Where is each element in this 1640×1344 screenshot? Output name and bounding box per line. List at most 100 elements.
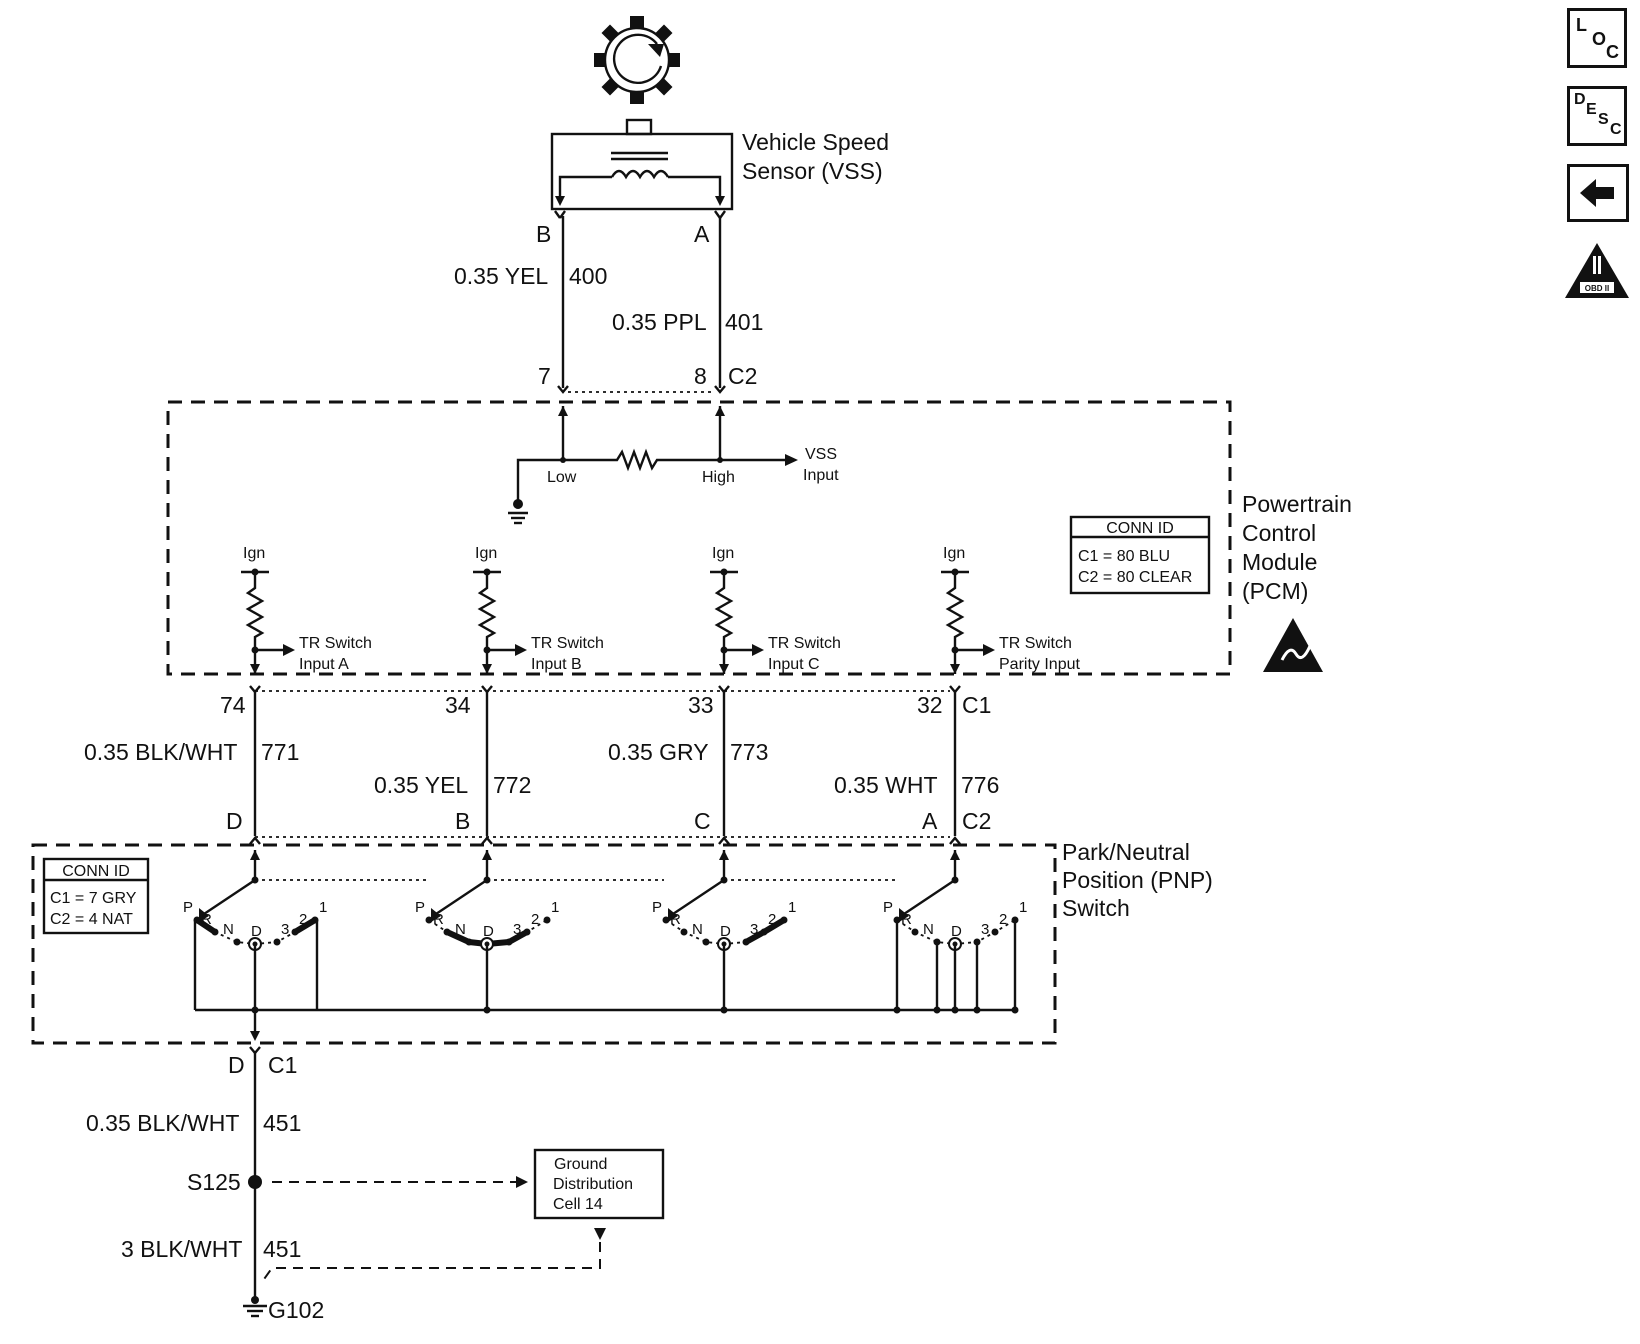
pnp-position-label: P — [415, 899, 425, 916]
pnp-conn-id-line: C2 = 4 NAT — [50, 911, 133, 928]
tr-switch-input-circuit — [473, 568, 527, 674]
pcm-pin: 34 — [445, 692, 471, 718]
vss-input-label: VSS — [805, 446, 837, 463]
tr-switch-label: Input A — [299, 656, 349, 673]
pcm-name: Control — [1242, 520, 1316, 546]
tr-switch-label: Parity Input — [999, 656, 1080, 673]
pcm-conn-id-line: C1 = 80 BLU — [1078, 548, 1170, 565]
pnp-position-label: N — [223, 921, 234, 938]
wire-gauge: 0.35 BLK/WHT — [84, 739, 237, 765]
vss-sensor-body — [550, 118, 734, 211]
pnp-position-label: R — [201, 911, 212, 928]
pnp-boundary — [31, 843, 1057, 1045]
vss-low-label: Low — [547, 469, 577, 486]
ground-distribution-box — [533, 1148, 665, 1220]
wire-451-circuit: 451 — [263, 1110, 301, 1136]
description-letter-s: S — [1598, 111, 1609, 128]
pnp-name: Switch — [1062, 895, 1130, 921]
tr-switch-input-circuit — [710, 568, 764, 674]
description-button[interactable]: D E S C — [1567, 86, 1627, 146]
pnp-position-label: 2 — [768, 911, 776, 928]
pcm-conn-id-line: C2 = 80 CLEAR — [1078, 569, 1192, 586]
wire-gauge: 0.35 GRY — [608, 739, 709, 765]
description-letter-e: E — [1586, 101, 1597, 118]
description-letter-c: C — [1610, 121, 1622, 138]
back-arrow-icon — [1580, 179, 1614, 207]
pnp-position-label: 1 — [1019, 899, 1027, 916]
pnp-position-label: P — [652, 899, 662, 916]
obd-ii-icon[interactable]: OBD II — [1562, 240, 1632, 302]
ign-label: Ign — [712, 545, 734, 562]
pnp-position-label: 1 — [319, 899, 327, 916]
tr-switch-label: TR Switch — [531, 635, 604, 652]
ign-label: Ign — [943, 545, 965, 562]
pnp-position-label: 1 — [788, 899, 796, 916]
pcm-pin: 32 — [917, 692, 943, 718]
back-button[interactable] — [1567, 164, 1629, 222]
pnp-position-label: D — [251, 923, 262, 940]
vss-high-label: High — [702, 469, 735, 486]
pnp-position-label: R — [433, 911, 444, 928]
pnp-connector-c2: C2 — [962, 808, 991, 834]
tr-switch-input-circuit — [241, 568, 295, 674]
ground-point-label: G102 — [268, 1297, 324, 1323]
location-button[interactable]: L O C — [1567, 8, 1627, 68]
tr-switch-label: TR Switch — [299, 635, 372, 652]
pnp-name: Park/Neutral — [1062, 839, 1190, 865]
ground-distribution-label: Ground — [554, 1156, 607, 1173]
pnp-position-label: 2 — [531, 911, 539, 928]
pnp-position-label: N — [455, 921, 466, 938]
pcm-pin-7: 7 — [538, 363, 551, 389]
pcm-boundary — [166, 400, 1232, 676]
pnp-position-label: 3 — [281, 921, 289, 938]
pcm-name: (PCM) — [1242, 578, 1308, 604]
pnp-pin-d: D — [228, 1052, 245, 1078]
location-letter-o: O — [1592, 29, 1607, 49]
wire-circuit: 776 — [961, 772, 999, 798]
vss-reluctor-wheel-icon — [594, 16, 680, 104]
pnp-position-label: 3 — [513, 921, 521, 938]
vss-input-label: Input — [803, 467, 839, 484]
vss-input-circuit — [508, 406, 798, 525]
pnp-position-label: 3 — [750, 921, 758, 938]
pnp-position-label: 3 — [981, 921, 989, 938]
wire-451-gauge: 3 BLK/WHT — [121, 1236, 242, 1262]
wire-400-gauge: 0.35 YEL — [454, 263, 548, 289]
tr-switch-label: Input C — [768, 656, 820, 673]
ground-symbol-icon — [243, 1296, 267, 1318]
pnp-position-label: R — [670, 911, 681, 928]
pnp-position-label: P — [183, 899, 193, 916]
ign-label: Ign — [243, 545, 265, 562]
esd-warning-icon — [1263, 618, 1323, 672]
pnp-position-label: R — [901, 911, 912, 928]
vss-pin-b: B — [536, 221, 551, 247]
pnp-conn-id-line: C1 = 7 GRY — [50, 890, 137, 907]
pnp-position-label: D — [720, 923, 731, 940]
location-letter-l: L — [1576, 15, 1587, 35]
ground-distribution-label: Cell 14 — [553, 1196, 603, 1213]
obd-ii-label: OBD II — [1585, 284, 1609, 293]
pnp-position-label: D — [483, 923, 494, 940]
wire-401-gauge: 0.35 PPL — [612, 309, 707, 335]
pnp-position-label: 1 — [551, 899, 559, 916]
splice-label: S125 — [187, 1169, 241, 1195]
tr-switch-label: TR Switch — [768, 635, 841, 652]
wire-400-circuit: 400 — [569, 263, 607, 289]
pcm-pin-8: 8 — [694, 363, 707, 389]
description-letter-d: D — [1574, 91, 1586, 108]
pcm-pin: 74 — [220, 692, 246, 718]
pcm-name: Module — [1242, 549, 1317, 575]
wire-451-circuit: 451 — [263, 1236, 301, 1262]
pnp-conn-id-title: CONN ID — [62, 863, 130, 880]
location-letter-c: C — [1606, 42, 1619, 62]
vss-name: Sensor (VSS) — [742, 158, 883, 184]
pnp-pin: A — [922, 808, 938, 834]
pnp-position-label: N — [923, 921, 934, 938]
wire-401-circuit: 401 — [725, 309, 763, 335]
pnp-pin: C — [694, 808, 711, 834]
tr-switch-label: Input B — [531, 656, 582, 673]
